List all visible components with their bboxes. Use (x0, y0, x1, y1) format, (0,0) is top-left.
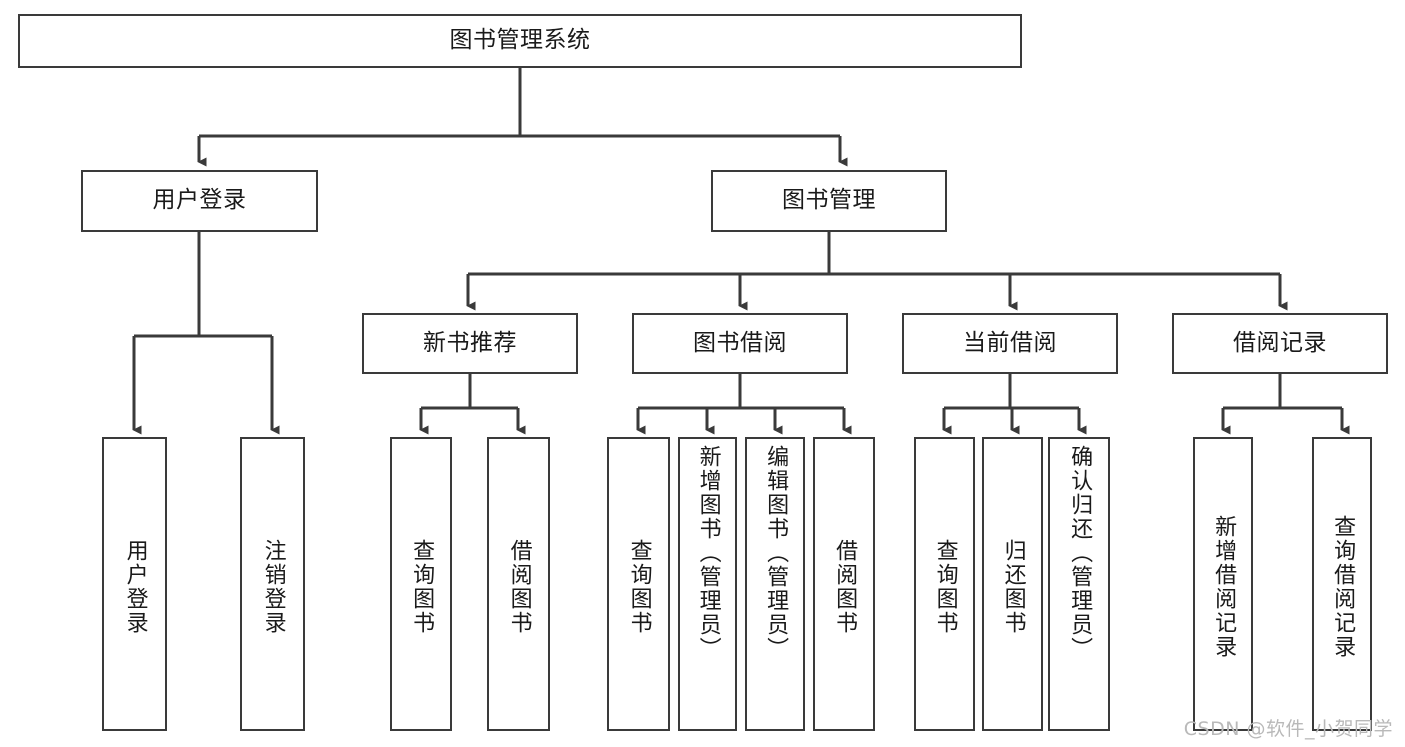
leaf-return-book[interactable]: 归还图书 (982, 437, 1043, 731)
leaf-recommend-borrow-book[interactable]: 借阅图书 (487, 437, 550, 731)
node-current-borrow[interactable]: 当前借阅 (902, 313, 1118, 374)
node-user-login[interactable]: 用户登录 (81, 170, 318, 232)
node-book-borrow-label: 图书借阅 (693, 329, 787, 356)
node-new-book-recommend-label: 新书推荐 (423, 329, 517, 356)
leaf-borrow-book-label: 借阅图书 (832, 539, 858, 635)
leaf-recommend-borrow-book-label: 借阅图书 (506, 539, 532, 635)
node-book-management-label: 图书管理 (782, 187, 876, 214)
leaf-borrow-query-book[interactable]: 查询图书 (607, 437, 670, 731)
node-new-book-recommend[interactable]: 新书推荐 (362, 313, 578, 374)
leaf-confirm-return-admin[interactable]: 确认归还（管理员） (1048, 437, 1110, 731)
leaf-borrow-book[interactable]: 借阅图书 (813, 437, 875, 731)
leaf-user-login[interactable]: 用户登录 (102, 437, 167, 731)
watermark: CSDN @软件_小贺同学 (1183, 718, 1393, 740)
node-user-login-label: 用户登录 (152, 187, 247, 214)
leaf-return-book-label: 归还图书 (1000, 539, 1026, 635)
leaf-query-borrow-record[interactable]: 查询借阅记录 (1312, 437, 1372, 731)
node-book-borrow[interactable]: 图书借阅 (632, 313, 848, 374)
leaf-user-logout-label: 注销登录 (260, 539, 286, 635)
node-root[interactable]: 图书管理系统 (18, 14, 1022, 68)
leaf-recommend-query-book[interactable]: 查询图书 (390, 437, 452, 731)
leaf-add-book-admin-label: 新增图书（管理员） (695, 445, 721, 661)
node-current-borrow-label: 当前借阅 (963, 329, 1057, 356)
leaf-current-query-book-label: 查询图书 (932, 539, 958, 635)
node-borrow-record[interactable]: 借阅记录 (1172, 313, 1388, 374)
leaf-add-borrow-record[interactable]: 新增借阅记录 (1193, 437, 1253, 731)
leaf-add-book-admin[interactable]: 新增图书（管理员） (678, 437, 737, 731)
leaf-current-query-book[interactable]: 查询图书 (914, 437, 975, 731)
leaf-edit-book-admin[interactable]: 编辑图书（管理员） (745, 437, 805, 731)
leaf-query-borrow-record-label: 查询借阅记录 (1330, 515, 1356, 659)
leaf-edit-book-admin-label: 编辑图书（管理员） (763, 445, 789, 661)
leaf-add-borrow-record-label: 新增借阅记录 (1211, 515, 1237, 659)
leaf-user-logout[interactable]: 注销登录 (240, 437, 305, 731)
leaf-recommend-query-book-label: 查询图书 (409, 539, 435, 635)
node-borrow-record-label: 借阅记录 (1233, 329, 1327, 356)
leaf-confirm-return-admin-label: 确认归还（管理员） (1067, 445, 1093, 661)
node-book-management[interactable]: 图书管理 (711, 170, 947, 232)
leaf-user-login-label: 用户登录 (122, 539, 148, 635)
leaf-borrow-query-book-label: 查询图书 (626, 539, 652, 635)
node-root-label: 图书管理系统 (449, 27, 591, 54)
